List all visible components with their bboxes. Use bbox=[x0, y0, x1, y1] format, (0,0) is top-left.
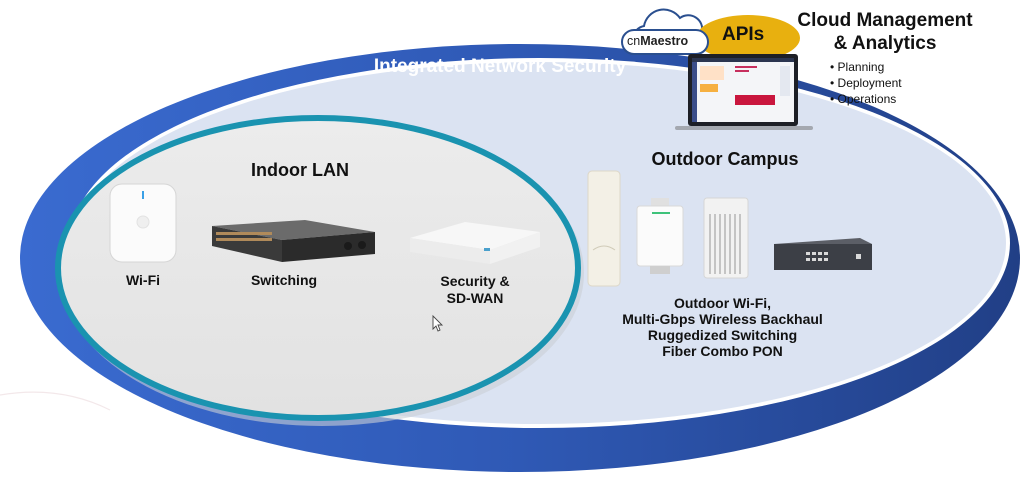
cloud-feature-list: Planning Deployment Operations bbox=[830, 59, 902, 107]
cnmaestro-logo: cnMaestro bbox=[627, 34, 688, 48]
bullet-item: Operations bbox=[830, 91, 902, 107]
caption-line: Multi-Gbps Wireless Backhaul bbox=[622, 311, 823, 327]
caption-line: Ruggedized Switching bbox=[647, 327, 798, 343]
outdoor-sector-radio-icon bbox=[703, 197, 749, 279]
ruggedized-switch-icon bbox=[774, 238, 872, 270]
wifi-label: Wi-Fi bbox=[125, 272, 161, 288]
apis-label: APIs bbox=[722, 24, 765, 45]
integrated-network-security-label: Integrated Network Security bbox=[373, 56, 627, 77]
cloud-title-line1: Cloud Management bbox=[797, 10, 973, 31]
wifi-access-point-icon bbox=[109, 183, 177, 263]
network-switch-icon bbox=[212, 220, 375, 262]
cnmaestro-suffix: Maestro bbox=[640, 34, 689, 48]
bullet-item: Deployment bbox=[830, 75, 902, 91]
security-sdwan-label: Security & SD-WAN bbox=[420, 273, 530, 307]
sd-wan-router-icon bbox=[410, 222, 540, 264]
apis-oval bbox=[696, 15, 800, 61]
switching-label: Switching bbox=[250, 272, 318, 288]
security-sdwan-line2: SD-WAN bbox=[446, 290, 504, 306]
outdoor-caption: Outdoor Wi-Fi, Multi-Gbps Wireless Backh… bbox=[600, 295, 845, 359]
indoor-lan-area bbox=[55, 115, 581, 421]
cloud-title-line2: & Analytics bbox=[833, 33, 937, 54]
decorative-swoosh bbox=[0, 391, 111, 411]
bullet-item: Planning bbox=[830, 59, 902, 75]
laptop-dashboard-icon bbox=[675, 54, 813, 130]
outdoor-ap-tube-icon bbox=[587, 170, 621, 287]
outdoor-ap-box-icon bbox=[636, 198, 684, 274]
outdoor-campus-title: Outdoor Campus bbox=[651, 149, 799, 169]
indoor-lan-title: Indoor LAN bbox=[251, 160, 349, 180]
security-sdwan-line1: Security & bbox=[440, 273, 510, 289]
cnmaestro-badge bbox=[621, 29, 709, 55]
caption-line: Fiber Combo PON bbox=[662, 343, 783, 359]
cnmaestro-prefix: cn bbox=[627, 34, 641, 48]
mouse-cursor-icon bbox=[432, 314, 444, 332]
caption-line: Outdoor Wi-Fi, bbox=[673, 295, 772, 311]
cloud-management-title: Cloud Management & Analytics bbox=[770, 9, 1000, 55]
